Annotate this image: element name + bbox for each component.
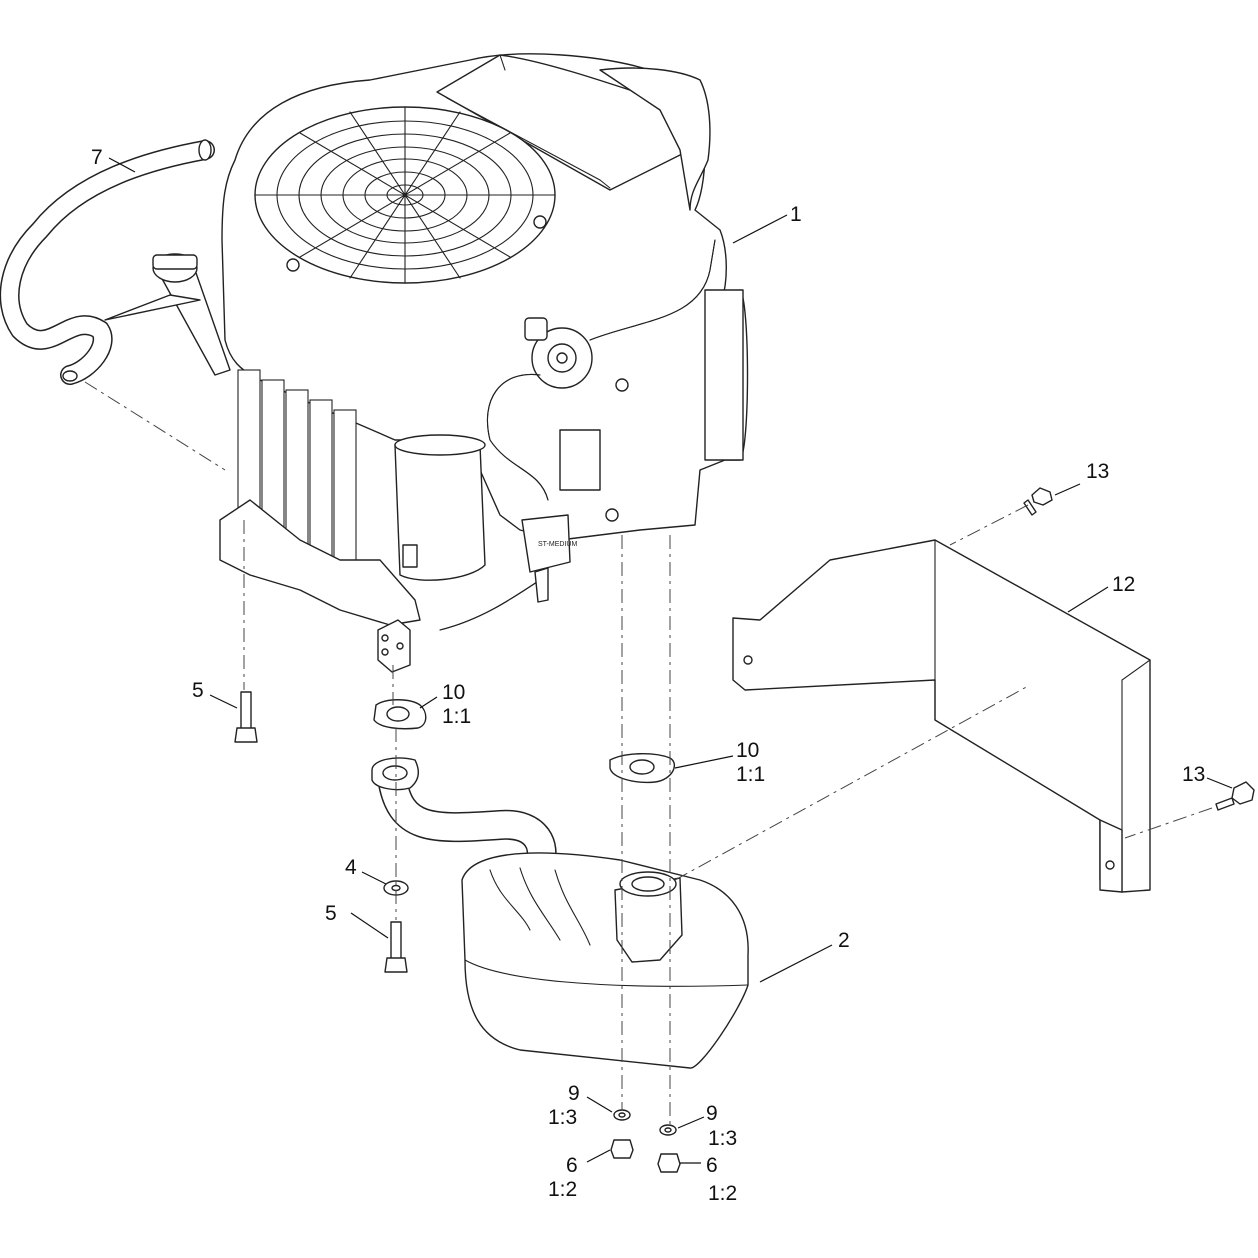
breather-hose <box>0 139 215 385</box>
heat-shield <box>732 539 1151 893</box>
starter-motor <box>394 434 486 581</box>
washer-9-right <box>659 1124 677 1136</box>
callout-4: 4 <box>345 856 357 879</box>
callout-10-lower: 10 <box>736 739 759 762</box>
washer-9-left <box>613 1109 631 1121</box>
screw-13-top <box>1023 487 1053 516</box>
callout-6-right-ratio: 1:2 <box>708 1182 737 1205</box>
fuel-pump <box>524 317 593 389</box>
fuel-filter-label: ST-MEDIUM <box>538 541 577 548</box>
callout-6-right: 6 <box>706 1154 718 1177</box>
leader-lines <box>108 157 1233 1164</box>
callout-13-right: 13 <box>1182 763 1205 786</box>
screw-13-right <box>1215 781 1255 811</box>
callout-labels: 7 1 13 12 13 10 1:1 10 1:1 5 4 5 2 9 1:3… <box>91 146 1205 1205</box>
gasket-lower <box>609 753 675 784</box>
callout-2: 2 <box>838 929 850 952</box>
callout-9-left: 9 <box>568 1082 580 1105</box>
callout-9-right: 9 <box>706 1102 718 1125</box>
oil-fill-tube <box>104 253 231 376</box>
callout-13-top: 13 <box>1086 460 1109 483</box>
engine: ST-MEDIUM <box>104 53 749 673</box>
callout-10-lower-ratio: 1:1 <box>736 763 765 786</box>
callout-10-upper-ratio: 1:1 <box>442 705 471 728</box>
callout-5-muffler: 5 <box>325 902 337 925</box>
flywheel-grille <box>254 106 556 284</box>
bolt-5-muffler <box>384 921 408 973</box>
assembly-centerlines <box>84 381 1213 1125</box>
bolt-5-engine <box>234 691 258 743</box>
nut-6-left <box>610 1139 634 1159</box>
callout-6-left: 6 <box>566 1154 578 1177</box>
fuel-filter: ST-MEDIUM <box>521 514 577 603</box>
callout-1: 1 <box>790 203 802 226</box>
exhaust-port <box>377 619 411 673</box>
callout-7: 7 <box>91 146 103 169</box>
callout-12: 12 <box>1112 573 1135 596</box>
callout-6-left-ratio: 1:2 <box>548 1178 577 1201</box>
callout-9-right-ratio: 1:3 <box>708 1127 737 1150</box>
callout-10-upper: 10 <box>442 681 465 704</box>
cooling-fins <box>219 369 421 626</box>
callout-9-left-ratio: 1:3 <box>548 1106 577 1129</box>
muffler <box>371 757 749 1069</box>
gasket-upper <box>373 699 427 730</box>
callout-5-engine: 5 <box>192 679 204 702</box>
nut-6-right <box>657 1153 681 1173</box>
